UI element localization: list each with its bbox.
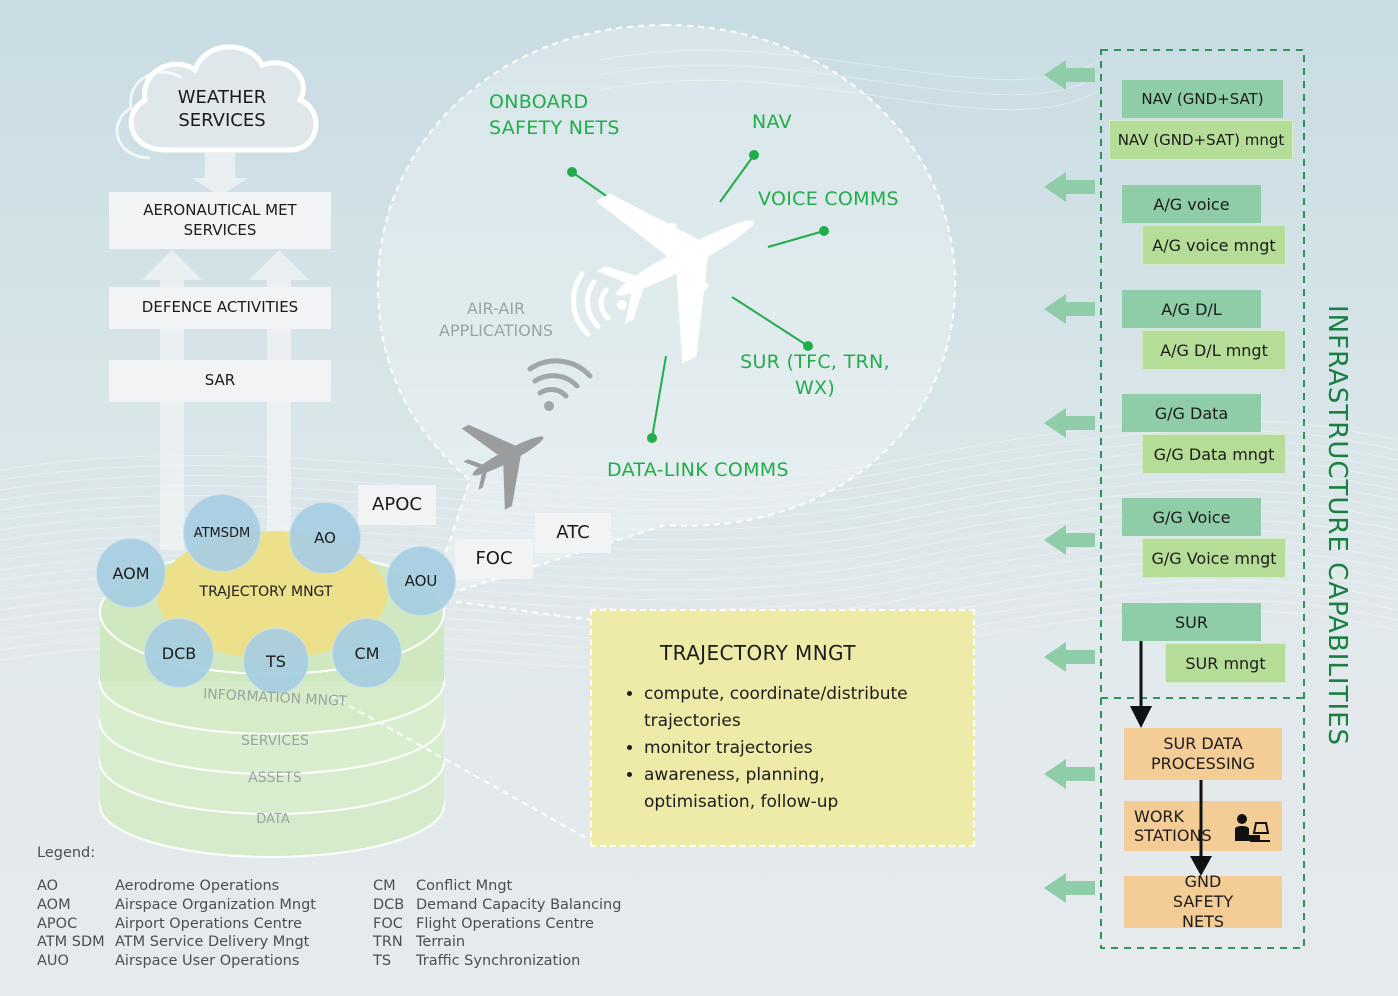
ts-circle: TS [243,628,309,694]
dcb-circle: DCB [144,618,214,688]
legend-abbr: DCB [373,897,405,913]
assets-layer-label: ASSETS [248,770,302,786]
legend-desc: ATM Service Delivery Mngt [115,934,310,950]
voice-comms-label: VOICE COMMS [758,188,899,210]
foc-box: FOC [455,539,533,579]
cm-circle: CM [332,618,402,688]
sur-mngt-box: SUR mngt [1165,643,1286,683]
legend-row: DCB Demand Capacity Balancing [373,897,621,913]
gg-data-box: G/G Data [1122,394,1261,432]
legend-row: CM Conflict Mngt [373,878,512,894]
legend-desc: Airspace User Operations [115,953,300,969]
cloud-icon [115,44,319,160]
services-layer-label: SERVICES [241,733,309,749]
sar-box: SAR [109,360,331,402]
weather-services-label: WEATHER SERVICES [177,87,267,132]
legend-row: TRN Terrain [373,934,465,950]
data-layer-label: DATA [256,812,290,827]
gg-voice-mngt-box: G/G Voice mngt [1142,538,1286,578]
legend-desc: Aerodrome Operations [115,878,280,894]
legend-desc: Conflict Mngt [416,878,513,894]
work-stations-box: WORK STATIONS [1124,801,1282,851]
airplane-icon [595,193,755,364]
trajectory-detail-title: TRAJECTORY MNGT [660,641,856,665]
ao-circle: AO [289,502,361,574]
legend-abbr: CM [373,878,396,894]
aom-circle: AOM [96,538,166,608]
sur-label: SUR (TFC, TRN, WX) [740,351,890,399]
aeronautical-met-box: AERONAUTICAL MET SERVICES [109,192,331,249]
legend-desc: Demand Capacity Balancing [416,897,622,913]
legend-row: AUO Airspace User Operations [37,953,299,969]
legend-abbr: APOC [37,916,78,932]
signal-icon [571,271,627,337]
legend-desc: Airspace Organization Mngt [115,897,316,913]
gg-voice-box: G/G Voice [1122,498,1261,536]
legend-abbr: AO [37,878,59,894]
defence-activities-box: DEFENCE ACTIVITIES [109,287,331,329]
trajectory-mngt-core-label: TRAJECTORY MNGT [199,584,333,600]
gg-data-mngt-box: G/G Data mngt [1142,434,1286,474]
trajectory-detail-list: compute, coordinate/distribute trajector… [626,681,964,816]
ag-voice-mngt-box: A/G voice mngt [1142,225,1286,265]
legend-row: AO Aerodrome Operations [37,878,279,894]
legend-abbr: TS [373,953,392,969]
bullet-item: compute, coordinate/distribute trajector… [644,681,964,735]
legend-abbr: FOC [373,916,403,932]
legend-desc: Traffic Synchronization [416,953,581,969]
legend-row: FOC Flight Operations Centre [373,916,594,932]
legend-abbr: AUO [37,953,69,969]
bullet-item: awareness, planning, optimisation, follo… [644,762,864,816]
atmsdm-circle: ATMSDM [183,494,261,572]
nav-gnd-sat-mngt-box: NAV (GND+SAT) mngt [1109,120,1293,160]
legend-title: Legend: [37,845,96,861]
small-airplane-icon [461,424,544,510]
data-link-comms-label: DATA-LINK COMMS [607,459,789,481]
signal-icon-gray [527,358,593,411]
gnd-safety-nets-box: GND SAFETY NETS [1124,872,1282,931]
nav-gnd-sat-box: NAV (GND+SAT) [1122,80,1283,118]
ag-dl-box: A/G D/L [1122,290,1261,328]
trajectory-detail-box: TRAJECTORY MNGT compute, coordinate/dist… [590,609,975,847]
sur-box: SUR [1122,603,1261,641]
infrastructure-capabilities-title: INFRASTRUCTURE CAPABILITIES [1322,305,1352,747]
legend-desc: Airport Operations Centre [115,916,303,932]
aou-circle: AOU [386,546,456,616]
bullet-item: monitor trajectories [644,735,964,762]
air-air-applications-label: AIR-AIR APPLICATIONS [439,299,553,340]
nav-label: NAV [752,111,792,133]
sur-data-processing-box: SUR DATA PROCESSING [1124,728,1282,780]
legend-desc: Terrain [416,934,466,950]
ag-dl-mngt-box: A/G D/L mngt [1142,330,1286,370]
legend-row: APOC Airport Operations Centre [37,916,302,932]
ag-voice-box: A/G voice [1122,185,1261,223]
legend-row: ATM SDM ATM Service Delivery Mngt [37,934,309,950]
legend-desc: Flight Operations Centre [416,916,594,932]
legend-abbr: AOM [37,897,71,913]
work-stations-label: WORK STATIONS [1134,806,1212,845]
legend-abbr: ATM SDM [37,934,105,950]
legend-row: TS Traffic Synchronization [373,953,580,969]
legend-abbr: TRN [373,934,403,950]
onboard-safety-nets-label: ONBOARD SAFETY NETS [489,91,620,139]
atc-box: ATC [535,513,611,553]
workstation-person-icon [1235,814,1270,842]
legend-row: AOM Airspace Organization Mngt [37,897,316,913]
apoc-box: APOC [358,485,436,525]
